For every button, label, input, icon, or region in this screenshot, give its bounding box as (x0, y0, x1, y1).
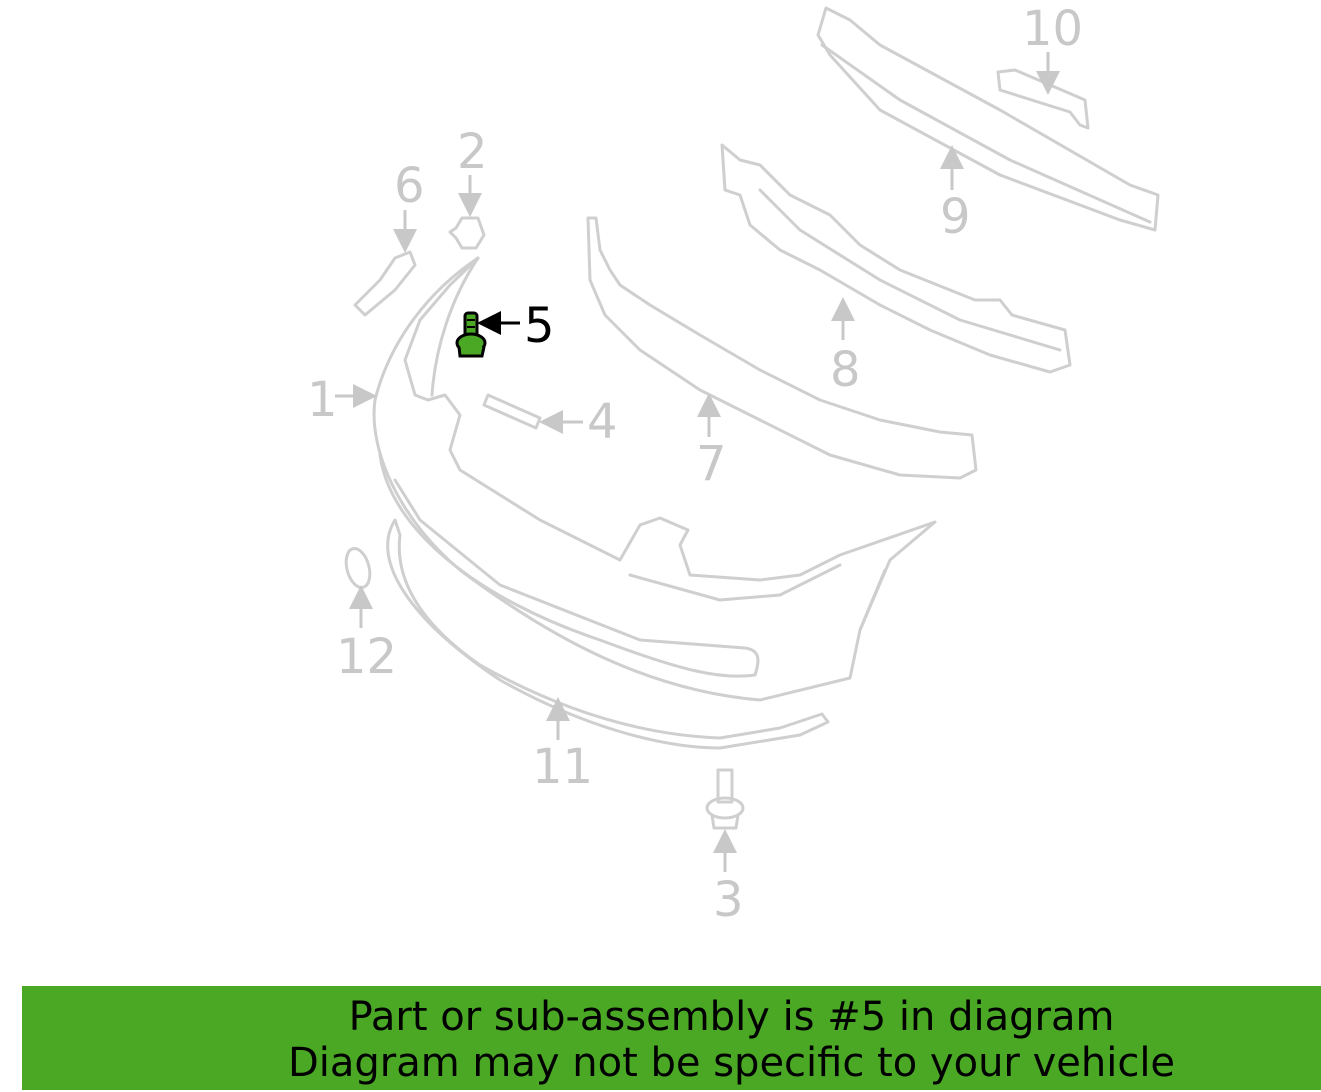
callout-4[interactable]: 4 (587, 394, 618, 450)
part-10-bracket[interactable] (996, 68, 1090, 130)
banner-line-2: Diagram may not be specific to your vehi… (287, 1040, 1176, 1086)
part-12-grommet[interactable] (342, 546, 374, 590)
callout-arrows (335, 52, 1060, 872)
part-8-absorber[interactable] (720, 143, 1072, 374)
part-11-lip[interactable] (386, 518, 830, 750)
part-2-clip[interactable] (448, 216, 486, 250)
callout-9[interactable]: 9 (940, 189, 971, 245)
parts-diagram: 1 2 3 4 5 6 7 8 9 10 11 12 (307, 1, 1160, 928)
part-5-bolt[interactable] (455, 311, 487, 358)
callout-7[interactable]: 7 (696, 436, 727, 492)
callout-10[interactable]: 10 (1022, 1, 1083, 57)
callout-3[interactable]: 3 (713, 872, 744, 928)
banner-line-1: Part or sub-assembly is #5 in diagram (348, 994, 1115, 1040)
callout-6[interactable]: 6 (394, 158, 425, 214)
part-9-reinforcement[interactable] (816, 6, 1160, 232)
callout-12[interactable]: 12 (336, 629, 397, 685)
part-6-bracket[interactable] (353, 250, 417, 317)
callout-8[interactable]: 8 (830, 342, 861, 398)
callout-1[interactable]: 1 (307, 372, 338, 428)
part-3-bolt[interactable] (705, 768, 745, 830)
callout-11[interactable]: 11 (532, 739, 593, 795)
part-7-absorber-lower[interactable] (586, 216, 978, 480)
part-4-insert[interactable] (482, 393, 542, 430)
callout-5[interactable]: 5 (524, 298, 555, 354)
info-banner: Part or sub-assembly is #5 in diagram Di… (22, 986, 1321, 1090)
part-1-bumper-cover[interactable] (372, 256, 937, 702)
callout-2[interactable]: 2 (457, 124, 488, 180)
